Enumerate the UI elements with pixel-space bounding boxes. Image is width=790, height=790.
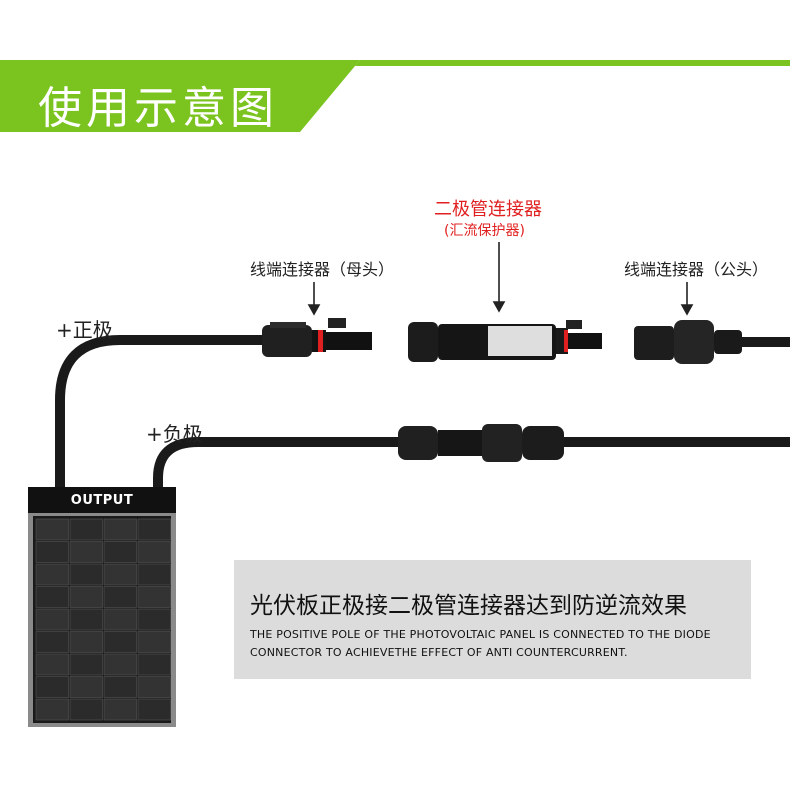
diode-connector-icon [408, 320, 602, 362]
solar-panel-icon [28, 487, 176, 727]
solar-cell [137, 676, 171, 698]
solar-cell [69, 541, 103, 563]
solar-cell [103, 563, 137, 586]
solar-cell [137, 586, 171, 608]
solar-cell [103, 541, 137, 563]
male-connector-icon [634, 320, 742, 364]
down-arrow-icon [492, 242, 506, 313]
info-title-cn: 光伏板正极接二极管连接器达到防逆流效果 [250, 593, 687, 619]
negative-pole-label: +负极 [146, 422, 203, 446]
solar-cell [35, 541, 69, 563]
female-connector-icon [262, 318, 372, 357]
solar-cell [69, 563, 103, 586]
solar-cell [137, 608, 171, 631]
solar-cell [137, 563, 171, 586]
solar-cell [35, 676, 69, 698]
info-text-en-line2: CONNECTOR TO ACHIEVETHE EFFECT OF ANTI C… [250, 646, 628, 659]
panel-output-label: OUTPUT [70, 493, 134, 508]
solar-cell [137, 518, 171, 541]
solar-cell [69, 676, 103, 698]
female-connector-label: 线端连接器（母头） [250, 260, 395, 279]
page-title: 使用示意图 [38, 83, 278, 134]
solar-cell [69, 631, 103, 653]
solar-cell [103, 653, 137, 676]
solar-cell [103, 676, 137, 698]
solar-cell [103, 608, 137, 631]
solar-cell [103, 518, 137, 541]
solar-cell [35, 586, 69, 608]
solar-cell [35, 631, 69, 653]
solar-cell [103, 631, 137, 653]
solar-cell [69, 608, 103, 631]
solar-cell [69, 653, 103, 676]
solar-cell [103, 698, 137, 721]
negative-cable [153, 437, 405, 490]
diode-connector-subtitle: (汇流保护器) [444, 223, 525, 239]
solar-cell [35, 698, 69, 721]
positive-cable [55, 335, 267, 495]
positive-pole-label: +正极 [56, 318, 113, 342]
solar-cell [35, 653, 69, 676]
solar-cell [69, 698, 103, 721]
solar-cell [35, 563, 69, 586]
solar-cell [137, 541, 171, 563]
solar-cell [137, 698, 171, 721]
solar-cell [137, 631, 171, 653]
title-banner [0, 60, 790, 132]
solar-cell [137, 653, 171, 676]
male-connector-label: 线端连接器（公头） [624, 260, 769, 279]
down-arrow-icon [680, 282, 694, 316]
info-box [234, 560, 751, 679]
solar-cell [35, 608, 69, 631]
diode-connector-title: 二极管连接器 [434, 199, 542, 220]
solar-cell [103, 586, 137, 608]
info-text-en-line1: THE POSITIVE POLE OF THE PHOTOVOLTAIC PA… [250, 628, 711, 641]
negative-coupled-connector-icon [398, 424, 564, 462]
solar-cell [69, 518, 103, 541]
down-arrow-icon [307, 282, 321, 316]
solar-cell [69, 586, 103, 608]
solar-cell [35, 518, 69, 541]
